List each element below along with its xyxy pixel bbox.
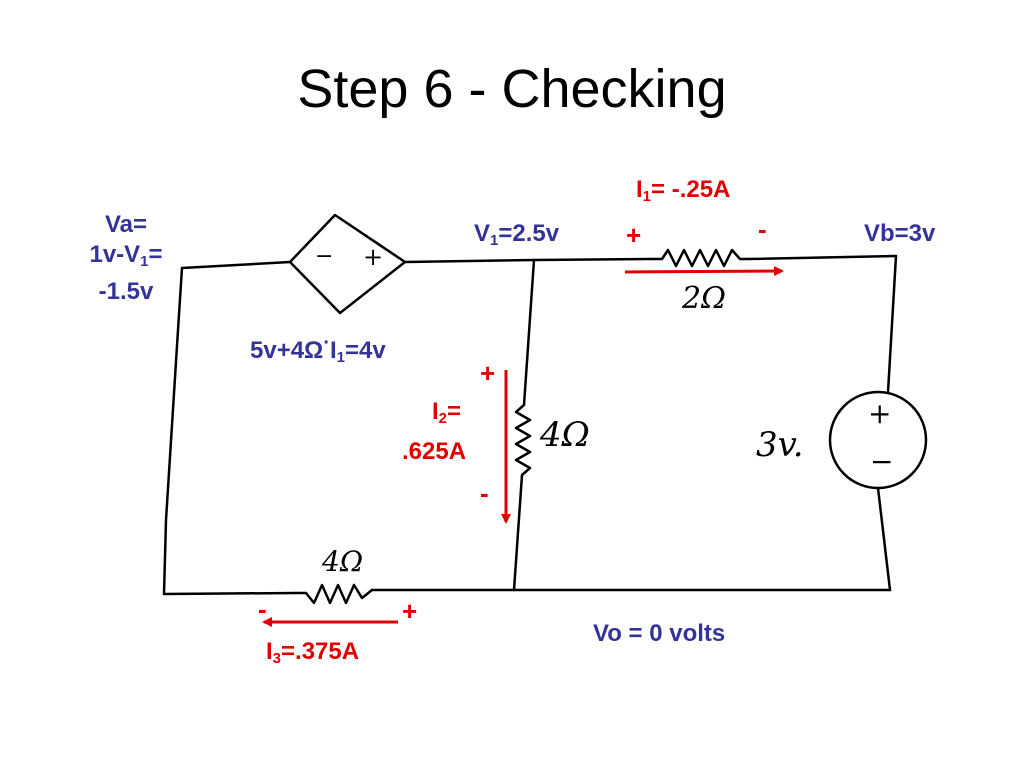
wire-middle-lower — [512, 473, 524, 592]
page-title: Step 6 - Checking — [297, 59, 727, 119]
wire-middle-upper — [522, 258, 536, 407]
wire-bottom-left — [162, 591, 298, 596]
dependent-source-plus: + — [363, 243, 384, 271]
wire-left — [162, 266, 184, 596]
i1-plus-sign: + — [626, 220, 642, 250]
voltage-source-plus: + — [868, 397, 892, 430]
wire-top-right-a — [532, 257, 652, 262]
wire-top-right-b — [746, 254, 898, 261]
va-line-3: -1.5v — [98, 278, 154, 305]
wire-top-middle — [403, 258, 536, 264]
i3-minus-sign: - — [258, 594, 267, 624]
arrow-i1 — [624, 266, 784, 277]
resistor-4ohm-bottom-label: 4Ω — [322, 545, 364, 578]
vo-label: Vo = 0 volts — [593, 620, 726, 647]
i2-minus-sign: - — [480, 478, 489, 508]
resistor-4ohm-middle-label: 4Ω — [540, 415, 590, 455]
wire-right-upper — [886, 254, 898, 394]
resistor-2ohm — [648, 248, 750, 268]
dependent-source-value: 5v+4Ω·I1=4v — [250, 332, 386, 366]
i1-minus-sign: - — [758, 214, 767, 244]
v1-label: V1=2.5v — [474, 220, 560, 249]
i2-plus-sign: + — [480, 358, 496, 388]
va-label: Va= 1v-V1= -1.5v — [66, 210, 186, 307]
wire-right-lower — [876, 486, 892, 592]
i2-value: .625A — [402, 438, 467, 465]
resistor-4ohm-bottom — [294, 583, 374, 605]
i3-label: I3=.375A — [266, 638, 360, 667]
wire-top-left — [180, 260, 292, 270]
resistor-4ohm-middle — [514, 403, 532, 477]
i3-plus-sign: + — [402, 596, 418, 626]
resistor-2ohm-label: 2Ω — [682, 281, 726, 316]
voltage-source-label: 3v. — [756, 425, 804, 465]
i2-label: I2= — [432, 398, 462, 427]
dependent-source-diamond — [288, 213, 407, 315]
voltage-source-minus: − — [870, 445, 894, 478]
va-line-2: 1v-V1= — [89, 241, 163, 270]
vb-label: Vb=3v — [864, 220, 936, 247]
dependent-source-minus: − — [315, 244, 334, 269]
i1-label: I1= -.25A — [636, 176, 731, 205]
va-line-1: Va= — [104, 211, 148, 238]
